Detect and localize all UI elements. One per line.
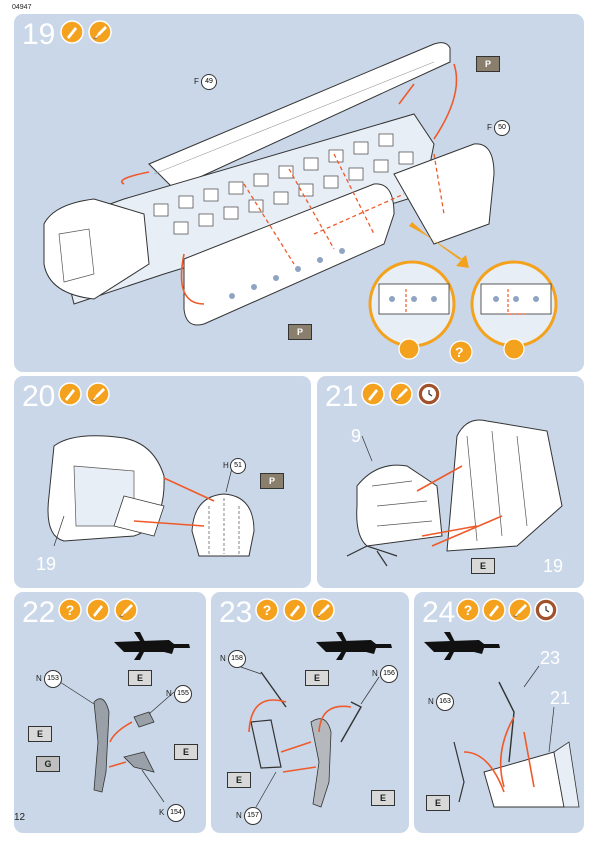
paint-brush-icon — [114, 598, 138, 622]
glue-icon — [361, 382, 385, 406]
paint-flag: E — [128, 670, 152, 686]
paint-flag: P — [260, 473, 284, 489]
step-24-illustration — [424, 632, 580, 808]
step-number: 22 — [22, 596, 56, 629]
part-callout-letter: F — [194, 77, 199, 86]
reference-label: 19 — [36, 554, 57, 574]
paint-brush-icon — [88, 20, 112, 44]
step-21-illustration — [346, 419, 563, 567]
step-22-illustration — [59, 632, 190, 803]
step-number: 24 — [422, 596, 456, 629]
step-19-illustration — [43, 42, 558, 364]
glue-icon — [60, 20, 84, 44]
step-number: 23 — [219, 596, 253, 629]
hint-icon: ? — [255, 598, 279, 622]
part-callout-letter: K — [159, 808, 165, 817]
glue-icon — [283, 598, 307, 622]
part-callout-letter: H — [223, 461, 229, 470]
step-21-panel: 21 9 19 E — [317, 376, 584, 588]
svg-text:?: ? — [464, 602, 473, 618]
part-callout-letter: N — [220, 654, 226, 663]
paint-flag: E — [227, 772, 251, 788]
step-24-panel: 24 ? N 163 E 23 21 — [414, 592, 584, 833]
step-number: 20 — [22, 380, 56, 413]
glue-icon — [482, 598, 506, 622]
paint-brush-icon — [389, 382, 413, 406]
part-callout-number: 51 — [230, 458, 246, 474]
paint-flag: P — [288, 324, 312, 340]
reference-label: 19 — [543, 556, 564, 576]
part-callout-number: 50 — [494, 120, 510, 136]
paint-brush-icon — [86, 382, 110, 406]
paint-brush-icon — [311, 598, 335, 622]
paint-brush-icon — [508, 598, 532, 622]
part-callout-number: 155 — [174, 685, 192, 703]
svg-text:?: ? — [66, 602, 75, 618]
part-callout-number: 156 — [380, 665, 398, 683]
paint-flag: E — [371, 790, 395, 806]
page-number: 12 — [14, 812, 26, 823]
reference-label: 21 — [550, 688, 571, 708]
paint-flag: E — [426, 795, 450, 811]
hint-icon: ? — [456, 598, 480, 622]
part-callout-letter: N — [36, 674, 42, 683]
paint-flag: E — [305, 670, 329, 686]
document-code: 04947 — [12, 4, 32, 11]
paint-flag: E — [28, 726, 52, 742]
paint-flag: E — [174, 744, 198, 760]
part-callout-number: 153 — [44, 670, 62, 688]
paint-flag: P — [476, 56, 500, 72]
step-number: 19 — [22, 18, 56, 51]
paint-flag: E — [471, 558, 495, 574]
part-callout-letter: F — [487, 123, 492, 132]
step-20-illustration — [47, 435, 255, 557]
part-callout-number: 158 — [228, 650, 246, 668]
part-callout-number: 154 — [167, 804, 185, 822]
paint-flag: G — [36, 756, 60, 772]
glue-icon — [58, 382, 82, 406]
step-19-panel: 19 — [14, 14, 584, 372]
part-callout-number: 49 — [201, 74, 217, 90]
svg-text:?: ? — [263, 602, 272, 618]
hint-symbol: ? — [455, 344, 464, 360]
part-callout-letter: N — [428, 697, 434, 706]
part-callout-letter: N — [372, 669, 378, 678]
reference-label: 9 — [351, 426, 362, 446]
clock-icon — [417, 382, 441, 406]
step-23-panel: 23 ? N 158 N 156 N 157 E E E — [211, 592, 409, 833]
step-20-panel: 20 H 51 P 19 — [14, 376, 311, 588]
step-22-panel: 22 ? N 153 N 155 K 154 E E G E — [14, 592, 206, 833]
hint-icon: ? — [58, 598, 82, 622]
glue-icon — [86, 598, 110, 622]
part-callout-letter: N — [166, 689, 172, 698]
step-number: 21 — [325, 380, 359, 413]
clock-icon — [534, 598, 558, 622]
part-callout-number: 163 — [436, 693, 454, 711]
part-callout-number: 157 — [244, 807, 262, 825]
reference-label: 23 — [540, 648, 561, 668]
part-callout-letter: N — [236, 811, 242, 820]
step-23-illustration — [240, 632, 392, 808]
